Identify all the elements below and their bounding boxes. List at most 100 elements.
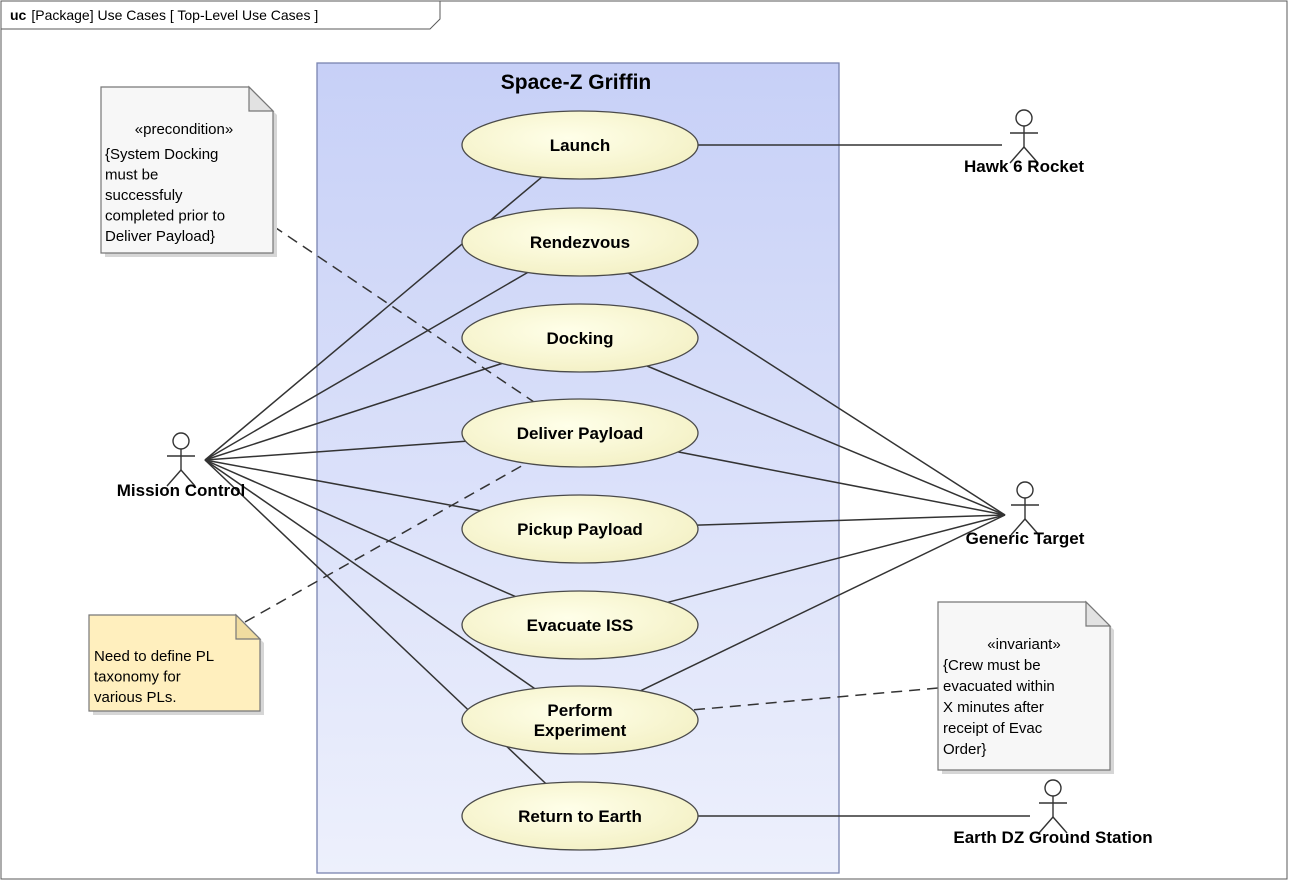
- association-generic-target-deliver-payload[interactable]: [677, 451, 1006, 516]
- actor-right-leg: [1052, 816, 1068, 834]
- note-line: various PLs.: [94, 689, 177, 706]
- actor-head: [1015, 109, 1033, 127]
- note-line: evacuated within: [943, 678, 1055, 695]
- system-title: Space-Z Griffin: [501, 71, 652, 94]
- actor-left-leg: [1010, 518, 1026, 536]
- use-case-ellipse[interactable]: [461, 685, 699, 755]
- actor-label: Generic Target: [966, 529, 1085, 548]
- actor-mission-control[interactable]: Mission Control: [117, 432, 245, 500]
- use-case-label: Launch: [550, 136, 610, 155]
- use-case-ellipse[interactable]: [461, 781, 699, 851]
- note-body: [937, 601, 1111, 771]
- use-case-label: Experiment: [534, 721, 627, 740]
- use-case-rendezvous[interactable]: Rendezvous: [461, 207, 699, 277]
- frame-label: uc[Package] Use Cases [ Top-Level Use Ca…: [10, 7, 318, 23]
- actor-earth-dz-ground-station[interactable]: Earth DZ Ground Station: [953, 779, 1153, 847]
- actor-generic-target[interactable]: Generic Target: [966, 481, 1085, 548]
- actor-head: [1016, 481, 1034, 499]
- actor-figure-icon: [166, 432, 196, 487]
- use-case-docking[interactable]: Docking: [461, 303, 699, 373]
- note-link-invariant-perform-experiment[interactable]: [692, 687, 939, 711]
- note-link-layer: [244, 225, 939, 711]
- association-generic-target-evacuate-iss[interactable]: [667, 514, 1006, 604]
- note-line: taxonomy for: [94, 669, 181, 686]
- note-pl-taxonomy[interactable]: Need to define PL taxonomy for various PLs…: [88, 613, 264, 715]
- actor-hawk-6-rocket[interactable]: Hawk 6 Rocket: [964, 109, 1084, 176]
- use-case-evacuate-iss[interactable]: Evacuate ISS: [461, 590, 699, 660]
- association-mission-control-perform-experiment[interactable]: [204, 459, 536, 690]
- use-case-return-to-earth[interactable]: Return to Earth: [461, 781, 699, 851]
- frame-title: [Package] Use Cases [ Top-Level Use Case…: [31, 7, 318, 23]
- use-case-label: Return to Earth: [518, 807, 642, 826]
- actor-label: Mission Control: [117, 481, 245, 500]
- use-case-ellipse[interactable]: [461, 207, 699, 277]
- actor-head: [172, 432, 190, 450]
- actor-right-leg: [1024, 518, 1040, 536]
- association-generic-target-docking[interactable]: [646, 365, 1006, 516]
- note-line: X minutes after: [943, 699, 1044, 716]
- frame-label-tab: [0, 0, 441, 30]
- actor-figure-icon: [1038, 779, 1068, 834]
- note-body: [88, 614, 261, 712]
- use-case-ellipse[interactable]: [461, 303, 699, 373]
- note-invariant[interactable]: «invariant» {Crew must be evacuated within…: [937, 600, 1114, 774]
- note-precondition[interactable]: «precondition» {System Docking must be succ…: [100, 85, 277, 257]
- association-generic-target-pickup-payload[interactable]: [697, 514, 1006, 526]
- use-case-label: Rendezvous: [530, 233, 630, 252]
- note-line: completed prior to: [105, 208, 225, 225]
- note-link-precondition-deliver-payload[interactable]: [272, 225, 535, 403]
- use-case-deliver-payload[interactable]: Deliver Payload: [461, 398, 699, 468]
- note-fold-corner: [235, 613, 262, 640]
- association-layer: [204, 144, 1030, 817]
- association-mission-control-pickup-payload[interactable]: [204, 459, 481, 512]
- actor-label: Hawk 6 Rocket: [964, 157, 1084, 176]
- note-fold-corner: [248, 85, 275, 112]
- frame-kind: uc: [10, 7, 27, 23]
- association-generic-target-perform-experiment[interactable]: [640, 514, 1006, 692]
- note-fold-corner: [1085, 600, 1112, 627]
- use-case-label: Docking: [546, 329, 613, 348]
- note-stereotype: «precondition»: [135, 121, 233, 138]
- note-line: {Crew must be: [943, 657, 1041, 674]
- use-case-pickup-payload[interactable]: Pickup Payload: [461, 494, 699, 564]
- use-case-ellipse[interactable]: [461, 590, 699, 660]
- use-case-launch[interactable]: Launch: [461, 110, 699, 180]
- use-case-ellipse[interactable]: [461, 494, 699, 564]
- actor-right-leg: [180, 469, 196, 487]
- actor-figure-icon: [1010, 481, 1040, 536]
- use-case-ellipse[interactable]: [461, 110, 699, 180]
- use-case-label: Pickup Payload: [517, 520, 643, 539]
- note-stereotype: «invariant»: [987, 636, 1060, 653]
- note-layer: «precondition» {System Docking must be succ…: [88, 85, 1114, 774]
- note-line: {System Docking: [105, 146, 218, 163]
- note-line: Deliver Payload}: [105, 228, 215, 245]
- note-line: Order}: [943, 741, 986, 758]
- association-mission-control-evacuate-iss[interactable]: [204, 459, 516, 598]
- use-case-ellipse[interactable]: [461, 398, 699, 468]
- use-case-label: Deliver Payload: [517, 424, 644, 443]
- association-generic-target-rendezvous[interactable]: [627, 272, 1006, 516]
- association-mission-control-deliver-payload[interactable]: [204, 440, 466, 461]
- note-line: must be: [105, 167, 158, 184]
- actor-head: [1044, 779, 1062, 797]
- note-line: successfuly: [105, 187, 183, 204]
- actor-right-leg: [1023, 146, 1039, 164]
- note-body: [100, 86, 274, 254]
- association-mission-control-docking[interactable]: [204, 362, 503, 461]
- actor-left-leg: [1009, 146, 1025, 164]
- note-line: receipt of Evac: [943, 720, 1043, 737]
- use-case-label: Evacuate ISS: [527, 616, 634, 635]
- use-case-label: Perform: [547, 701, 612, 720]
- actor-left-leg: [166, 469, 182, 487]
- actor-figure-icon: [1009, 109, 1039, 164]
- association-mission-control-rendezvous[interactable]: [204, 271, 528, 461]
- note-line: Need to define PL: [94, 648, 214, 665]
- actor-label: Earth DZ Ground Station: [953, 828, 1152, 847]
